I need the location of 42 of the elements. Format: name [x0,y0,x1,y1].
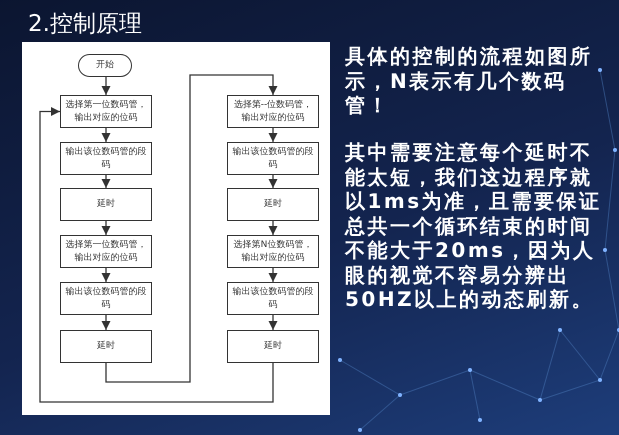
box-text: 延时 [263,340,283,353]
arrow [268,128,278,142]
start-terminal [78,54,132,77]
box-text: 输出该位数码管的段码 [232,146,314,171]
box-text: 选择第N位数码管，输出对应的位码 [232,239,314,264]
process-box [227,142,319,175]
process-box [227,188,319,221]
arrow [268,175,278,188]
arrow [101,128,111,142]
box-text: 延时 [96,198,116,211]
description-text: 其中需要注意每个延时不能太短，我们这边程序就以1ms为准，且需要保证总共一个循环结束的时间不能大于20ms，因为人眼的视觉不容易分辨出50HZ以上的动态刷新。 [345,140,603,312]
process-box [60,142,152,175]
box-text: 选择第一位数码管，输出对应的位码 [64,99,148,124]
process-box [60,235,152,268]
arrow [101,175,111,188]
arrow [268,221,278,235]
arrow [105,74,278,383]
process-box [60,330,152,363]
arrow [101,221,111,235]
process-box [227,282,319,315]
box-text: 开始 [95,59,115,72]
box-text: 延时 [96,340,116,353]
box-text: 选择第一位数码管，输出对应的位码 [64,239,148,264]
arrow [268,268,278,282]
arrow [101,268,111,282]
box-text: 延时 [263,198,283,211]
box-text: 选择第--位数码管，输出对应的位码 [232,99,314,124]
slide-title: 2.控制原理 [28,10,142,39]
process-box [60,282,152,315]
arrow [101,77,111,95]
process-box [60,188,152,221]
process-box [227,95,319,128]
arrow [268,315,278,330]
arrow [39,106,274,403]
process-box [227,330,319,363]
description-text: 具体的控制的流程如图所示，N表示有几个数码管！ [345,44,594,118]
box-text: 输出该位数码管的段码 [232,286,314,311]
box-text: 输出该位数码管的段码 [64,286,148,311]
box-text: 输出该位数码管的段码 [64,146,148,171]
process-box [227,235,319,268]
arrow [101,315,111,330]
process-box [60,95,152,128]
